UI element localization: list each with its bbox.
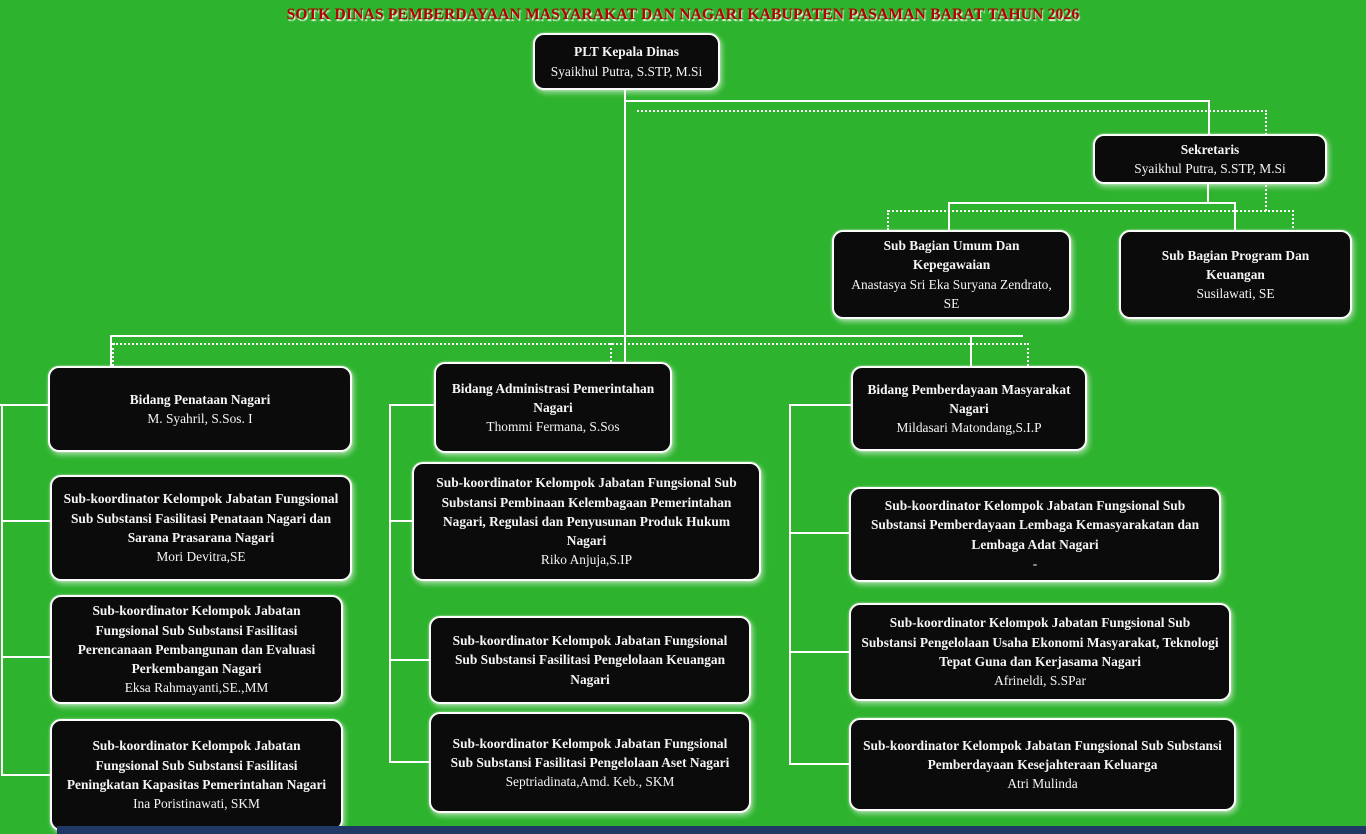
node-person-name: Mildasari Matondang,S.I.P [896, 420, 1042, 436]
node-title: Sub-koordinator Kelompok Jabatan Fungsio… [861, 615, 1219, 669]
connector-line [389, 761, 430, 763]
node-title: Sub Bagian Program Dan Keuangan [1161, 247, 1310, 282]
node-subkoordinator-perencanaan-pembangunan: Sub-koordinator Kelompok Jabatan Fungsio… [50, 595, 343, 704]
node-person-name: Ina Poristinawati, SKM [133, 796, 260, 812]
connector-line [1207, 183, 1209, 204]
node-title: Bidang Pemberdayaan Masyarakat Nagari [867, 381, 1071, 416]
connector-line-dotted [887, 210, 889, 230]
node-subkoordinator-penataan-sarana-prasarana: Sub-koordinator Kelompok Jabatan Fungsio… [50, 475, 352, 581]
connector-line [970, 335, 972, 366]
chart-title: SOTK DINAS PEMBERDAYAAN MASYARAKAT DAN N… [286, 6, 1080, 23]
node-title: Sub-koordinator Kelompok Jabatan Fungsio… [66, 738, 327, 792]
node-person-name: Syaikhul Putra, S.STP, M.Si [1134, 161, 1286, 176]
node-subkoordinator-pengelolaan-keuangan: Sub-koordinator Kelompok Jabatan Fungsio… [429, 616, 751, 704]
connector-line [789, 404, 791, 765]
node-person-name: Atri Mulinda [1007, 776, 1078, 792]
connector-line-dotted [1292, 210, 1294, 228]
node-subkoordinator-usaha-ekonomi: Sub-koordinator Kelompok Jabatan Fungsio… [849, 603, 1231, 701]
node-person-name: Anastasya Sri Eka Suryana Zendrato, SE [851, 276, 1052, 311]
connector-line-dotted [1027, 343, 1029, 366]
node-title: PLT Kepala Dinas [574, 44, 679, 60]
node-bidang-administrasi-pemerintahan: Bidang Administrasi Pemerintahan Nagari … [434, 362, 672, 453]
node-bidang-pemberdayaan-masyarakat: Bidang Pemberdayaan Masyarakat Nagari Mi… [851, 366, 1087, 451]
connector-line [789, 404, 851, 406]
connector-line-dotted [888, 210, 1294, 212]
node-person-name: Mori Devitra,SE [156, 549, 246, 565]
connector-line [948, 202, 1236, 204]
node-title: Sub Bagian Umum Dan Kepegawaian [883, 237, 1020, 273]
connector-line [948, 202, 950, 230]
node-subbag-program-keuangan: Sub Bagian Program Dan Keuangan Susilawa… [1119, 230, 1352, 319]
connector-line-dotted [637, 110, 1267, 112]
node-person-name: Thommi Fermana, S.Sos [486, 419, 620, 435]
node-bidang-penataan-nagari: Bidang Penataan Nagari M. Syahril, S.Sos… [48, 366, 352, 452]
node-person-name: Susilawati, SE [1196, 286, 1275, 302]
node-subkoordinator-kesejahteraan-keluarga: Sub-koordinator Kelompok Jabatan Fungsio… [849, 718, 1236, 811]
node-person-name: Afrineldi, S.SPar [994, 673, 1086, 689]
node-person-name: Septriadinata,Amd. Keb., SKM [505, 774, 675, 790]
node-sekretaris: Sekretaris Syaikhul Putra, S.STP, M.Si [1093, 134, 1327, 184]
connector-line [110, 335, 112, 366]
node-title: Sub-koordinator Kelompok Jabatan Fungsio… [863, 737, 1222, 772]
node-title: Sub-koordinator Kelompok Jabatan Fungsio… [77, 603, 316, 677]
node-title: Sub-koordinator Kelompok Jabatan Fungsio… [63, 491, 339, 545]
node-person-name: M. Syahril, S.Sos. I [147, 411, 253, 426]
connector-line [389, 404, 391, 763]
node-subkoordinator-peningkatan-kapasitas: Sub-koordinator Kelompok Jabatan Fungsio… [50, 719, 343, 831]
node-title: Sub-koordinator Kelompok Jabatan Fungsio… [436, 475, 737, 549]
connector-line [789, 651, 850, 653]
connector-line [1, 404, 3, 776]
node-subkoordinator-pengelolaan-aset: Sub-koordinator Kelompok Jabatan Fungsio… [429, 712, 751, 813]
node-title: Sub-koordinator Kelompok Jabatan Fungsio… [452, 633, 728, 687]
connector-line [110, 335, 1023, 337]
connector-line [1, 774, 50, 776]
connector-line-dotted [112, 343, 114, 366]
node-title: Sub-koordinator Kelompok Jabatan Fungsio… [870, 497, 1200, 552]
node-subkoordinator-lembaga-kemasyarakatan: Sub-koordinator Kelompok Jabatan Fungsio… [849, 487, 1221, 582]
connector-line-dotted [113, 343, 1029, 345]
node-title: Sub-koordinator Kelompok Jabatan Fungsio… [450, 735, 730, 770]
node-plt-kepala-dinas: PLT Kepala Dinas Syaikhul Putra, S.STP, … [533, 33, 720, 90]
node-person-name: Syaikhul Putra, S.STP, M.Si [550, 63, 703, 79]
connector-line [1, 656, 50, 658]
connector-line [389, 404, 434, 406]
connector-line [789, 763, 850, 765]
connector-line [624, 89, 626, 362]
node-title: Bidang Penataan Nagari [129, 391, 271, 407]
node-subkoordinator-pembinaan-kelembagaan: Sub-koordinator Kelompok Jabatan Fungsio… [412, 462, 761, 581]
connector-line [389, 520, 413, 522]
node-person-name: - [1032, 555, 1038, 571]
connector-line [1, 520, 50, 522]
node-person-name: Riko Anjuja,S.IP [540, 552, 633, 568]
connector-line [0, 404, 49, 406]
connector-line [389, 659, 430, 661]
node-title: Sekretaris [1180, 141, 1240, 157]
connector-line [789, 532, 850, 534]
footer-bar [57, 826, 1366, 834]
connector-line-dotted [610, 343, 612, 362]
connector-line [1208, 100, 1210, 134]
connector-line [624, 100, 1210, 102]
node-person-name: Eksa Rahmayanti,SE.,MM [124, 680, 269, 696]
connector-line [1234, 202, 1236, 230]
node-title: Bidang Administrasi Pemerintahan Nagari [451, 380, 655, 415]
node-subbag-umum-kepegawaian: Sub Bagian Umum Dan Kepegawaian Anastasy… [832, 230, 1071, 319]
